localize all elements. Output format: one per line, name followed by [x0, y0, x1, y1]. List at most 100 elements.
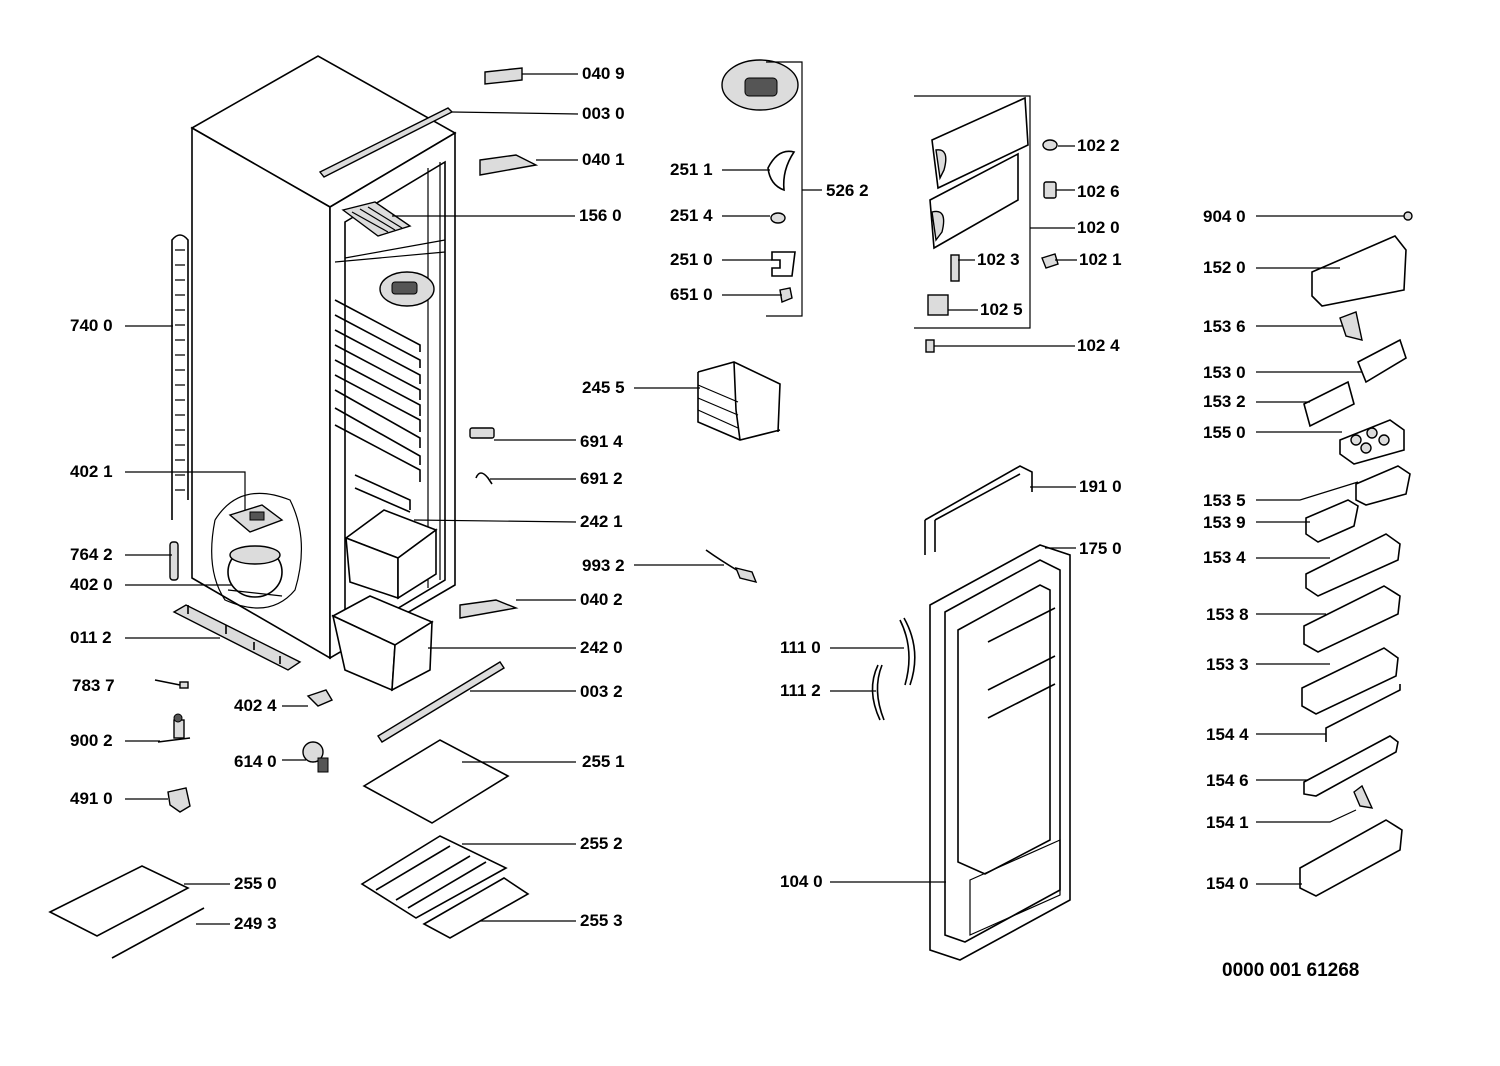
- callout-1544: 154 4: [1206, 725, 1249, 744]
- part-9040: [1403, 211, 1413, 221]
- callout-5262: 526 2: [826, 181, 869, 200]
- cabinet-shelves: [334, 299, 421, 513]
- callout-7837: 783 7: [72, 676, 115, 695]
- bin-1535: [1355, 465, 1411, 506]
- callout-1560: 156 0: [579, 206, 622, 225]
- door-cover-lower: [929, 152, 1019, 250]
- part-1025: [927, 294, 949, 316]
- egg-tray-1550: [1339, 419, 1405, 465]
- parts-top-middle: [459, 67, 539, 619]
- part-6914: [469, 427, 495, 439]
- callout-1110: 111 0: [780, 638, 821, 657]
- callout-0112: 011 2: [70, 628, 112, 647]
- bracket-9002: [157, 713, 191, 743]
- lamp-cover-2511: [767, 150, 796, 192]
- part-1024: [925, 339, 935, 353]
- callout-1024: 102 4: [1077, 336, 1120, 355]
- holder-2510: [771, 251, 796, 277]
- callout-4021: 402 1: [70, 462, 113, 481]
- lamp-2514: [770, 212, 786, 224]
- callout-2493: 249 3: [234, 914, 277, 933]
- rail-1544: [1325, 684, 1401, 742]
- callout-1535: 153 5: [1203, 491, 1246, 510]
- callout-4020: 402 0: [70, 575, 113, 594]
- bin-1533: [1301, 647, 1399, 715]
- callout-1750: 175 0: [1079, 539, 1122, 558]
- small-parts-left: [48, 679, 334, 959]
- callout-1910: 191 0: [1079, 477, 1122, 496]
- bin-1540: [1299, 819, 1403, 897]
- bin-1539: [1305, 499, 1359, 543]
- callout-1020: 102 0: [1077, 218, 1120, 237]
- bin-1534: [1305, 533, 1401, 597]
- bin-1538: [1303, 585, 1401, 653]
- callout-1025: 102 5: [980, 300, 1023, 319]
- door-cover-upper: [931, 96, 1029, 190]
- callout-9002: 900 2: [70, 731, 113, 750]
- callout-2551: 255 1: [582, 752, 625, 771]
- leader-lines: [125, 61, 1404, 925]
- part-0401: [479, 154, 539, 176]
- screw-6510: [779, 287, 793, 303]
- part-1541: [1353, 784, 1374, 809]
- callout-0030: 003 0: [582, 104, 625, 123]
- part-6912: [475, 472, 493, 485]
- strip-2493: [111, 907, 205, 959]
- callout-1026: 102 6: [1077, 182, 1120, 201]
- callout-7400: 740 0: [70, 316, 113, 335]
- part-1023: [950, 254, 960, 282]
- callout-6912: 691 2: [580, 469, 623, 488]
- valve-6140: [302, 741, 329, 773]
- glass-shelves: [360, 661, 530, 939]
- callout-1021: 102 1: [1079, 250, 1122, 269]
- part-0402: [459, 599, 519, 619]
- callout-1546: 154 6: [1206, 771, 1249, 790]
- filter-drier: [169, 541, 179, 581]
- part-0409: [484, 67, 523, 85]
- callout-7642: 764 2: [70, 545, 113, 564]
- callout-2421: 242 1: [580, 512, 623, 531]
- callout-2553: 255 3: [580, 911, 623, 930]
- callout-1536: 153 6: [1203, 317, 1246, 336]
- shelf-2553: [422, 877, 530, 939]
- lamp-housing-group: [721, 59, 799, 303]
- crisper-boxes: [331, 509, 438, 692]
- door-handles: [871, 617, 916, 721]
- bin-1530: [1356, 338, 1407, 384]
- callout-1022: 102 2: [1077, 136, 1120, 155]
- wire-rack: [697, 361, 781, 441]
- document-number: 0000 001 61268: [1222, 960, 1360, 981]
- callout-2510: 251 0: [670, 250, 713, 269]
- callout-2511: 251 1: [670, 160, 713, 179]
- callout-1532: 153 2: [1203, 392, 1246, 411]
- callout-0401: 040 1: [582, 150, 625, 169]
- callout-1530: 153 0: [1203, 363, 1246, 382]
- base-rail: [172, 604, 302, 671]
- clip-4910: [167, 787, 191, 813]
- callout-6140: 614 0: [234, 752, 277, 771]
- callout-1520: 152 0: [1203, 258, 1246, 277]
- callout-1040: 104 0: [780, 872, 823, 891]
- callout-4910: 491 0: [70, 789, 113, 808]
- callout-1023: 102 3: [977, 250, 1020, 269]
- sensor-cable: [705, 549, 758, 584]
- shelf-strip-0032: [377, 661, 505, 743]
- callout-0409: 040 9: [582, 64, 625, 83]
- callout-2514: 251 4: [670, 206, 713, 225]
- rail-1546: [1303, 735, 1399, 797]
- callout-1533: 153 3: [1206, 655, 1249, 674]
- callout-1550: 155 0: [1203, 423, 1246, 442]
- callout-0032: 003 2: [580, 682, 623, 701]
- callout-2550: 255 0: [234, 874, 277, 893]
- door-top-trim: [924, 465, 1033, 555]
- condenser-coil: [171, 234, 189, 520]
- door-bins: [1299, 211, 1413, 897]
- callout-6914: 691 4: [580, 432, 623, 451]
- part-1022: [1042, 139, 1058, 151]
- part-1021: [1041, 253, 1059, 269]
- handle-1112: [871, 664, 885, 721]
- callout-9040: 904 0: [1203, 207, 1246, 226]
- part-1536: [1339, 311, 1363, 341]
- bin-1532: [1303, 380, 1355, 428]
